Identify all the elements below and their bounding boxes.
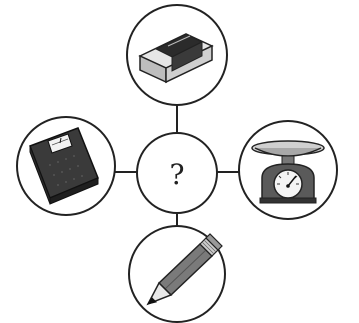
center-node: ? xyxy=(137,133,217,213)
node-left xyxy=(17,117,115,215)
kitchen-scale-icon xyxy=(252,141,324,203)
node-right xyxy=(239,121,337,219)
node-bottom xyxy=(129,226,225,322)
node-top xyxy=(127,5,227,105)
center-question-mark: ? xyxy=(169,158,184,191)
